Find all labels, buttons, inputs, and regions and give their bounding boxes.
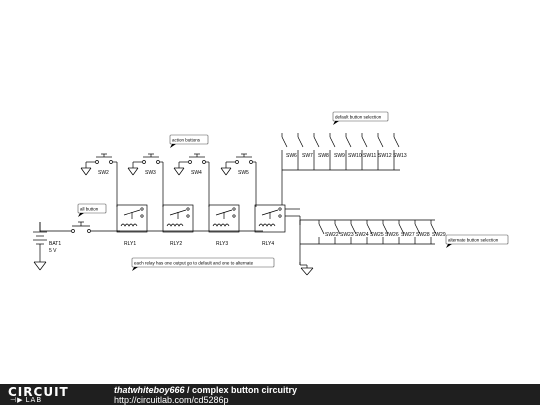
switch-label: SW23 xyxy=(340,232,354,238)
circuit-title: complex button circuitry xyxy=(192,385,298,395)
relay-group xyxy=(116,204,286,233)
switch-label: SW13 xyxy=(393,153,407,159)
switch-label: SW3 xyxy=(145,170,156,176)
byline-separator: / xyxy=(184,385,193,395)
switch-label: SW9 xyxy=(334,153,345,159)
switch-label: SW28 xyxy=(416,232,430,238)
switch-label: SW22 xyxy=(325,232,339,238)
callout-all-button: all button xyxy=(80,207,99,212)
switch-label: SW4 xyxy=(191,170,202,176)
callout-relay-note: each relay has one output go to default … xyxy=(134,261,254,266)
author-link[interactable]: thatwhiteboy666 xyxy=(114,385,185,395)
circuit-url-link[interactable]: http://circuitlab.com/cd5286p xyxy=(114,395,229,405)
battery-label: BAT1 xyxy=(49,241,61,247)
callout-action-buttons: action buttons xyxy=(172,138,201,143)
switch-label: SW11 xyxy=(363,153,376,159)
circuit-byline: thatwhiteboy666 / complex button circuit… xyxy=(114,385,297,395)
switch-label: SW29 xyxy=(432,232,446,238)
default-switch-group xyxy=(281,133,400,170)
switch-label: SW25 xyxy=(370,232,384,238)
callout-alternate-selection: alternate button selection xyxy=(448,238,499,243)
relay-label: RLY3 xyxy=(216,241,228,247)
schematic-canvas: action buttons all button default button… xyxy=(33,111,509,276)
logo-lab: LAB xyxy=(25,396,43,404)
switch-label: SW27 xyxy=(401,232,415,238)
logo-text-bottom: ⊣▶LAB xyxy=(8,396,42,404)
switch-label: SW2 xyxy=(98,170,109,176)
alternate-switch-group xyxy=(318,220,437,244)
logo-text-top: CIRCUIT xyxy=(8,385,69,399)
relay-label: RLY2 xyxy=(170,241,182,247)
relay-label: RLY4 xyxy=(262,241,274,247)
switch-label: SW12 xyxy=(378,153,392,159)
circuitlab-logo[interactable]: CIRCUIT ⊣▶LAB xyxy=(8,385,94,404)
battery-value: 5 V xyxy=(49,248,57,254)
switch-label: SW8 xyxy=(318,153,329,159)
footer-bar: CIRCUIT ⊣▶LAB thatwhiteboy666 / complex … xyxy=(0,384,540,405)
switch-label: SW5 xyxy=(238,170,249,176)
switch-label: SW24 xyxy=(355,232,369,238)
logo-symbol-icon: ⊣▶ xyxy=(10,396,24,404)
switch-label: SW26 xyxy=(385,232,399,238)
action-switch-group xyxy=(80,153,256,176)
switch-label: SW7 xyxy=(302,153,313,159)
switch-label: SW10 xyxy=(348,153,362,159)
relay-label: RLY1 xyxy=(124,241,136,247)
callout-default-selection: default button selection xyxy=(335,115,382,120)
switch-label: SW6 xyxy=(286,153,297,159)
